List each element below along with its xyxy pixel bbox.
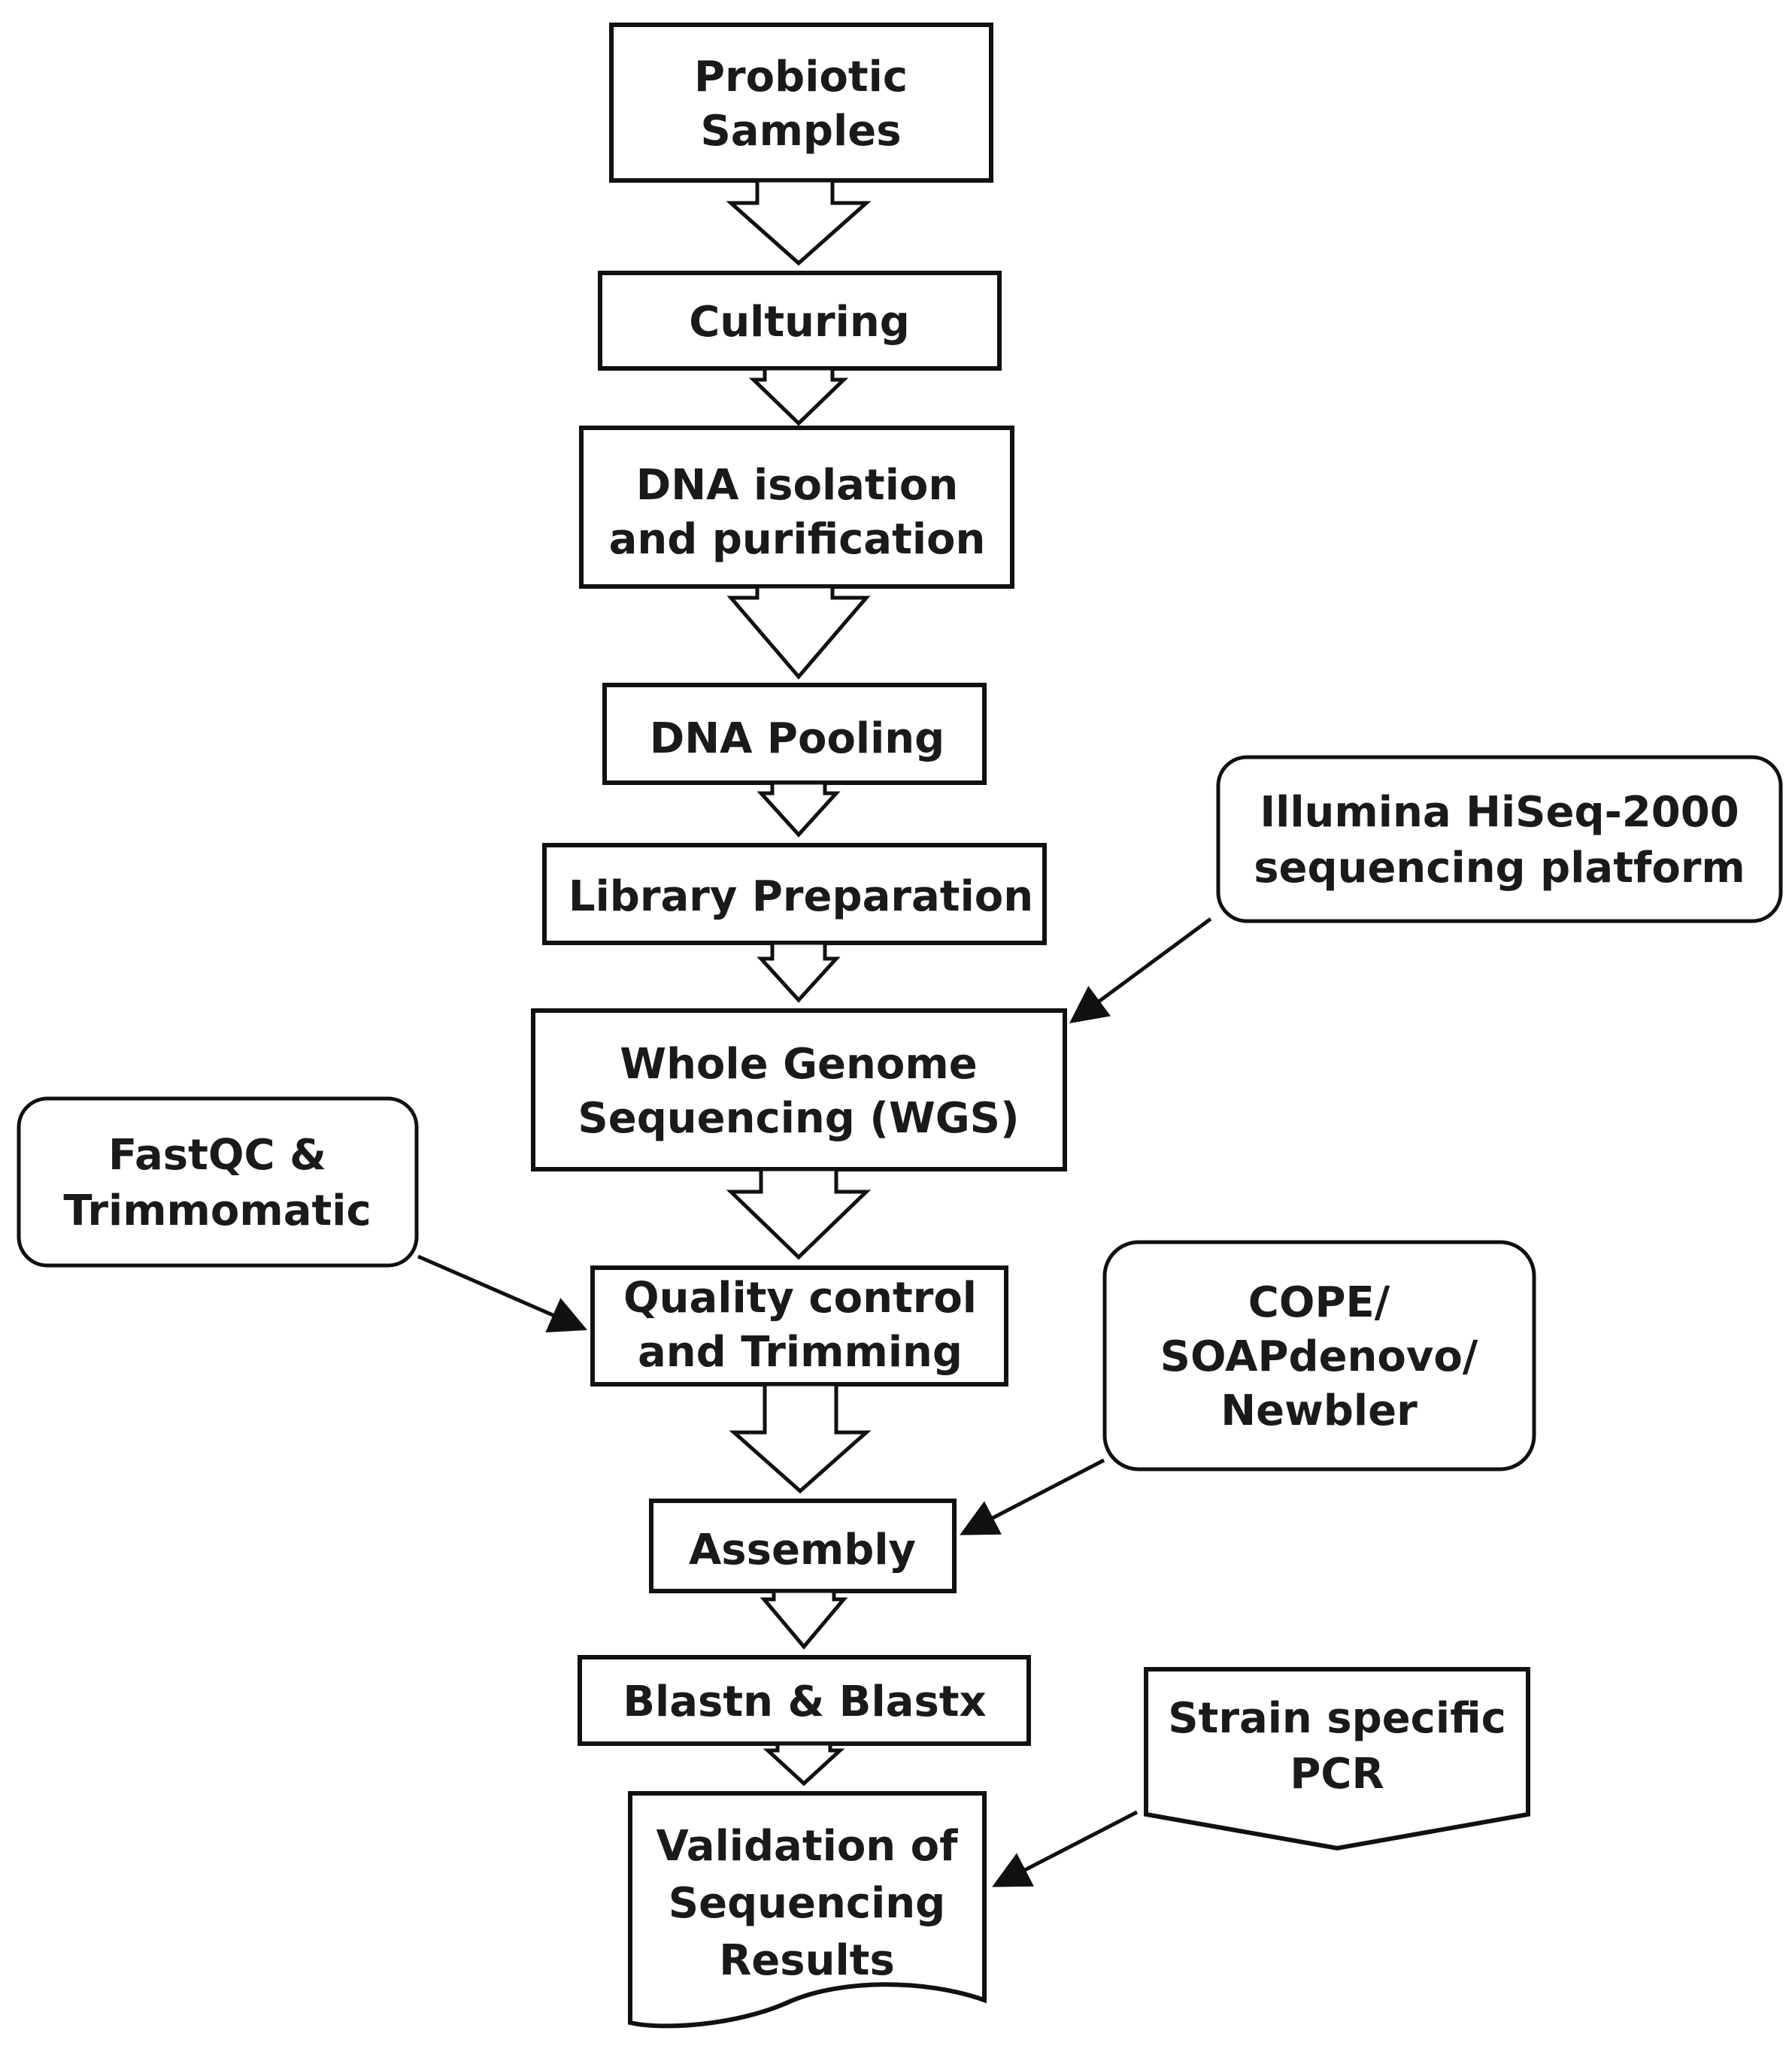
fastqc-tool-label-line: Trimmomatic [63, 1187, 371, 1235]
probiotic-samples-label-line: Probiotic [694, 53, 908, 102]
dna-pooling-label: DNA Pooling [650, 714, 945, 763]
blast-label: Blastn & Blastx [623, 1678, 986, 1726]
assemblers-tool-box: COPE/SOAPdenovo/Newbler [1102, 1240, 1536, 1471]
illumina-tool-label: Illumina HiSeq-2000 sequencing platform [1254, 788, 1745, 893]
flow-arrow-1 [726, 178, 872, 266]
illumina-tool-label-line: sequencing platform [1254, 844, 1745, 893]
library-preparation-label-line: Library Preparation [569, 872, 1033, 921]
quality-control-label-line: and Trimming [638, 1328, 963, 1377]
dna-isolation-label-line: DNA isolation [636, 461, 958, 510]
quality-control-label-line: Quality control [623, 1274, 977, 1323]
assemblers-tool-label-line: COPE/ [1248, 1278, 1390, 1327]
fastqc-pointer-arrow [417, 1254, 588, 1332]
illumina-tool-label-line: Illumina HiSeq-2000 [1260, 788, 1739, 837]
flow-arrow-6 [726, 1167, 872, 1260]
probiotic-samples-label-line: Samples [700, 107, 901, 156]
illumina-tool-box: Illumina HiSeq-2000 sequencing platform [1216, 755, 1783, 923]
wgs-label-line: Whole Genome [620, 1040, 977, 1089]
assembly-label: Assembly [689, 1526, 916, 1575]
validation-label-line: Validation of [656, 1822, 959, 1871]
dna-isolation-box: DNA isolation and purification [579, 426, 1014, 589]
wgs-label-line: Sequencing (WGS) [578, 1094, 1019, 1143]
dna-isolation-label-line: and purification [609, 515, 986, 564]
flow-arrow-5 [757, 941, 841, 1003]
pcr-tool-label-line: PCR [1290, 1750, 1384, 1799]
assemblers-tool-label-line: Newbler [1220, 1387, 1418, 1435]
blast-box: Blastn & Blastx [578, 1655, 1031, 1746]
assembly-box: Assembly [649, 1499, 957, 1593]
fastqc-tool-box: FastQC & Trimmomatic [17, 1096, 419, 1268]
culturing-box: Culturing [598, 271, 1002, 371]
flow-arrow-2 [748, 366, 849, 426]
dna-isolation-label: DNA isolation and purification [609, 461, 986, 564]
blast-label-line: Blastn & Blastx [623, 1678, 986, 1726]
flow-arrow-4 [757, 780, 841, 838]
assemblers-tool-label-line: SOAPdenovo/ [1160, 1332, 1478, 1381]
validation-label-line: Results [719, 1936, 895, 1985]
validation-label-line: Sequencing [669, 1879, 945, 1928]
flow-arrow-8 [760, 1589, 848, 1650]
library-preparation-box: Library Preparation [542, 843, 1047, 945]
dna-pooling-box: DNA Pooling [602, 683, 987, 785]
pcr-tool-label-line: Strain specific [1168, 1694, 1506, 1743]
library-preparation-label: Library Preparation [569, 872, 1033, 921]
assemblers-pointer-arrow [960, 1458, 1105, 1535]
assembly-label-line: Assembly [689, 1526, 916, 1575]
quality-control-label: Quality control and Trimming [623, 1274, 977, 1377]
pcr-pointer-arrow [992, 1810, 1139, 1887]
culturing-label-line: Culturing [689, 298, 910, 347]
fastqc-tool-label: FastQC & Trimmomatic [63, 1131, 371, 1235]
assemblers-tool-label: COPE/SOAPdenovo/Newbler [1160, 1278, 1478, 1435]
flow-arrow-9 [763, 1741, 845, 1787]
dna-pooling-label-line: DNA Pooling [650, 714, 945, 763]
flow-arrow-3 [726, 584, 871, 680]
illumina-pointer-arrow [1069, 917, 1212, 1023]
culturing-label: Culturing [689, 298, 910, 347]
flow-arrow-7 [729, 1382, 872, 1494]
quality-control-box: Quality control and Trimming [590, 1265, 1008, 1387]
fastqc-tool-label-line: FastQC & [108, 1131, 326, 1180]
